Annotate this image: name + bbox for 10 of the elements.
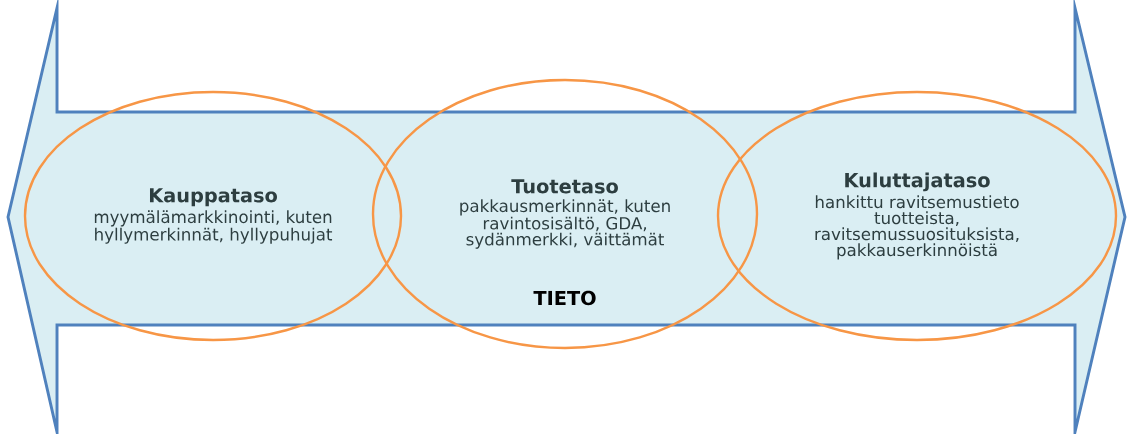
text-label: TIETO (533, 290, 596, 306)
heading: Kuluttajataso (845, 172, 990, 192)
ellipse (716, 90, 1118, 342)
ellipse (23, 90, 403, 342)
heading: Tuotetaso (511, 179, 618, 194)
ellipse (371, 78, 759, 350)
description: myymälämarkkinointi, kuten hyllymerkinnät, hyllypuhujat (94, 210, 333, 244)
description: hankittu ravitsemustieto tuotteista, ravitsemussuosituksista, pakkauserkinnöistä (815, 195, 1019, 260)
description: pakkausmerkinnät, kuten ravintosisältö, GDA, sydänmerkki, väittämät (460, 199, 670, 249)
heading: Kauppataso (150, 188, 277, 207)
